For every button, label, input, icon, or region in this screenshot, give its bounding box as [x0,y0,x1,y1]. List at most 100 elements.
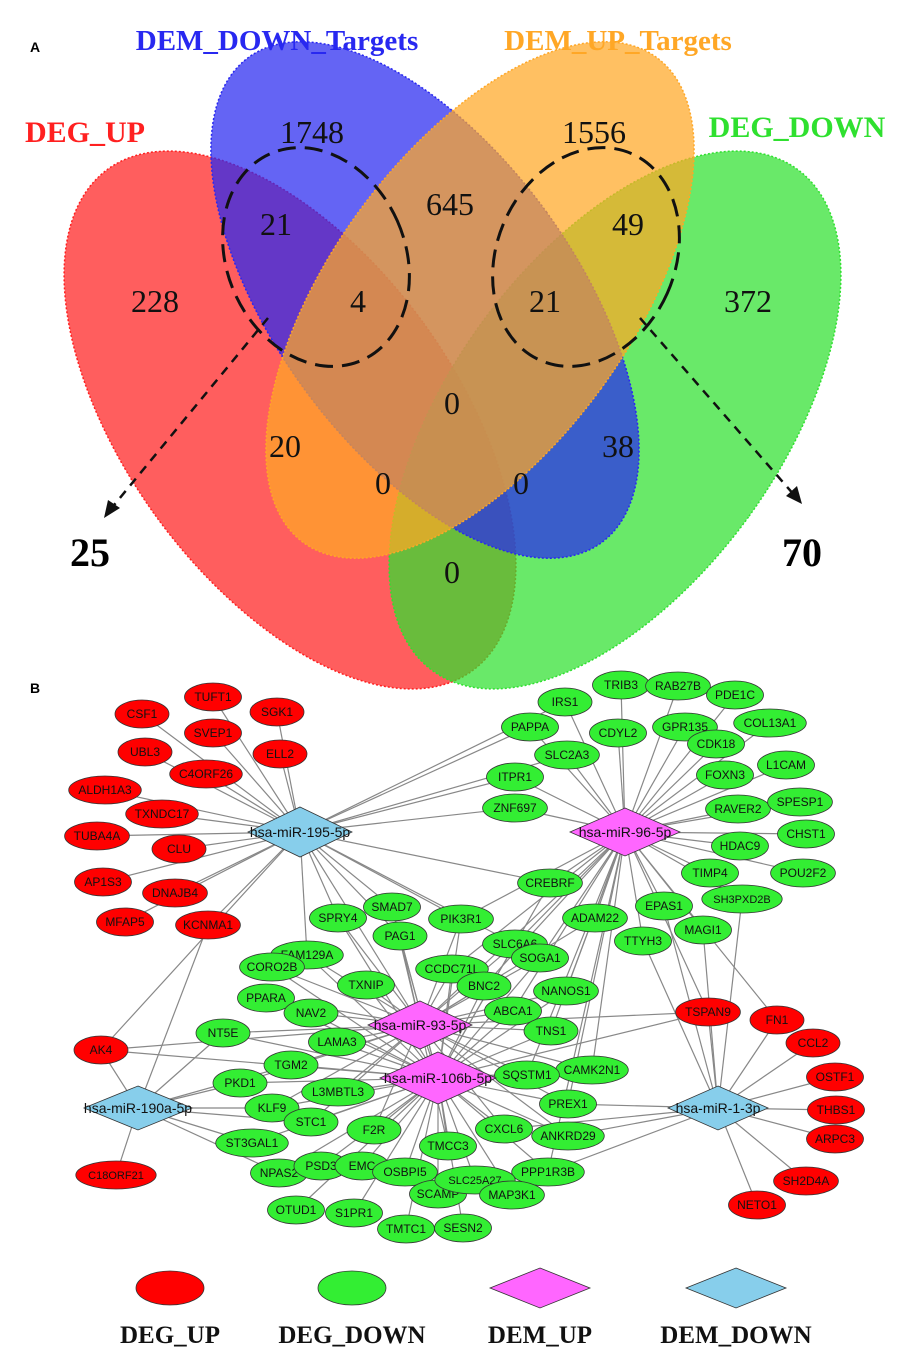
mirna-node-m96: hsa-miR-96-5p [568,807,682,857]
deg-down-gene-label: NT5E [208,1026,239,1040]
deg-down-gene-node: OSBPI5 [372,1157,438,1187]
deg-up-gene-label: TSPAN9 [685,1005,731,1019]
deg-down-gene-ellipse [523,1016,579,1046]
deg-down-gene-node: NT5E [195,1018,251,1048]
deg-down-gene-node: TNS1 [523,1016,579,1046]
mirna-diamond [247,806,353,858]
deg-down-gene-label: ST3GAL1 [226,1136,279,1150]
deg-down-gene-label: PIK3R1 [440,912,482,926]
deg-down-gene-ellipse [777,819,835,849]
network-edge [419,831,626,1026]
deg-up-gene-label: TUBA4A [74,829,121,843]
total-right: 70 [782,530,822,575]
deg-up-gene-node: ELL2 [252,739,308,769]
deg-down-gene-node: PREX1 [539,1089,597,1119]
deg-down-gene-node: MAP3K1 [479,1180,545,1210]
mirna-node-m195: hsa-miR-195-5p [247,806,353,858]
set-label-dem-down-targets: DEM_DOWN_Targets [136,25,418,57]
deg-down-gene-label: SMAD7 [371,900,413,914]
venn-count: 1556 [562,114,626,150]
venn-count: 4 [350,283,366,319]
panel-b-label: B [30,680,40,696]
deg-up-gene-ellipse [96,907,154,937]
deg-up-gene-label: CSF1 [127,707,158,721]
deg-down-gene-label: OTUD1 [276,1203,317,1217]
network-edge [212,696,301,833]
deg-down-gene-node: POU2F2 [770,858,836,888]
deg-down-gene-label: SESN2 [443,1221,483,1235]
deg-up-gene-ellipse [806,1062,864,1092]
deg-down-gene-ellipse [263,1050,319,1080]
deg-down-gene-ellipse [511,1157,585,1187]
legend-swatch [488,1267,592,1309]
legend-label: DEG_UP [120,1322,220,1349]
deg-down-gene-label: L3MBTL3 [312,1085,364,1099]
deg-down-gene-ellipse [309,903,367,933]
deg-down-gene-node: CAMK2N1 [555,1055,629,1085]
deg-down-gene-node: EPAS1 [635,891,693,921]
deg-up-gene-node: OSTF1 [806,1062,864,1092]
deg-up-gene-node: DNAJB4 [142,878,208,908]
deg-up-gene-ellipse [184,682,242,712]
deg-down-gene-ellipse [434,1213,492,1243]
deg-down-gene-ellipse [301,1077,375,1107]
deg-down-gene-ellipse [212,1068,268,1098]
deg-up-gene-label: ARPC3 [815,1132,855,1146]
legend-label: DEM_UP [488,1322,592,1349]
deg-down-gene-ellipse [589,718,647,748]
deg-up-gene-label: TXNDC17 [135,807,190,821]
legend-item-deg-up: DEG_UP [120,1270,220,1349]
deg-up-gene-label: TUFT1 [194,690,232,704]
deg-down-gene-ellipse [283,998,339,1028]
venn-count: 0 [444,554,460,590]
deg-up-gene-node: TSPAN9 [675,997,741,1027]
mirna-label: hsa-miR-93-5p [374,1017,467,1033]
deg-down-gene-node: NANOS1 [533,976,599,1006]
deg-down-gene-label: ADAM22 [571,911,619,925]
legend-label: DEG_DOWN [278,1322,425,1349]
network-edge [624,831,709,1013]
network-edge [100,1024,421,1051]
deg-up-gene-label: FN1 [766,1013,789,1027]
network-edge [547,1107,719,1173]
venn-diagram: A DEM_DOWN_Targets DEM_UP_Targets DEG_UP… [25,25,886,690]
deg-down-gene-ellipse [635,891,693,921]
deg-up-gene-ellipse [785,1028,841,1058]
deg-down-gene-node: F2R [346,1115,402,1145]
legend-swatch [684,1267,788,1309]
deg-up-gene-node: C4ORF26 [169,759,243,789]
deg-down-gene-label: S1PR1 [335,1206,373,1220]
deg-down-gene-ellipse [701,884,783,914]
deg-down-gene-node: BNC2 [456,971,512,1001]
deg-down-gene-label: EPAS1 [645,899,683,913]
deg-down-gene-node: NPAS2 [250,1158,308,1188]
network-edge [295,1077,439,1211]
venn-count: 21 [260,206,292,242]
deg-down-gene-label: KLF9 [258,1101,287,1115]
deg-down-gene-ellipse [363,892,421,922]
venn-count: 645 [426,186,474,222]
deg-down-gene-label: PPP1R3B [521,1165,575,1179]
venn-ellipse-dem-up-targets [265,41,695,559]
mirna-node-m106: hsa-miR-106b-5p [379,1051,497,1105]
deg-down-gene-node: RAVER2 [705,794,771,824]
network-edge [337,917,439,1079]
legend-label: DEM_DOWN [660,1322,811,1349]
deg-up-gene-node: TUBA4A [64,821,130,851]
set-label-deg-up: DEG_UP [25,116,145,149]
deg-up-gene-label: OSTF1 [816,1070,855,1084]
venn-count: 228 [131,283,179,319]
deg-down-gene-node: PAPPA [501,712,559,742]
deg-down-gene-node: TXNIP [337,970,395,1000]
deg-down-gene-ellipse [537,687,593,717]
arrow-right-line [639,317,796,497]
deg-down-gene-label: MAP3K1 [488,1188,536,1202]
network-edge [405,1077,439,1230]
highlight-right-ellipse [491,146,681,368]
mirna-diamond [379,1051,497,1105]
deg-down-gene-label: ABCA1 [493,1004,533,1018]
deg-down-gene-ellipse [696,760,754,790]
legend-swatch [135,1270,205,1306]
deg-down-gene-node: TMCC3 [419,1131,477,1161]
